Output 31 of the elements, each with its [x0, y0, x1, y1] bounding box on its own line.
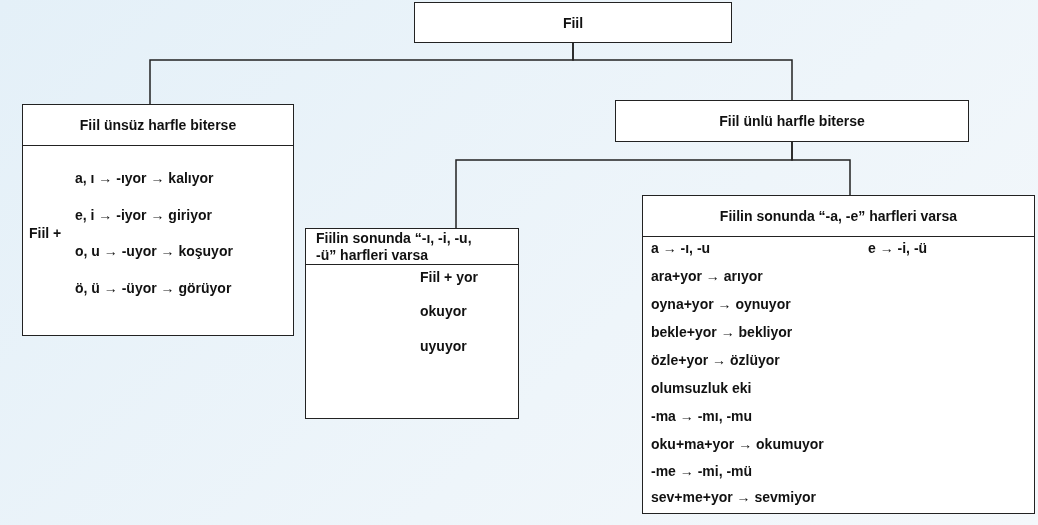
box-text: özle+yor → özlüyor — [651, 352, 780, 368]
box-text: ara+yor → arıyor — [651, 268, 763, 284]
box-text: -ma → -mı, -mu — [651, 408, 753, 424]
box-text: o, u → -uyor → koşuyor — [75, 243, 233, 259]
box-text: sev+me+yor → sevmiyor — [651, 489, 816, 505]
box-text: uyuyor — [420, 338, 467, 354]
box-text: a → -ı, -u — [651, 240, 711, 256]
box-text: Fiil + — [29, 225, 62, 241]
box-text: -me → -mi, -mü — [651, 463, 753, 479]
box-label: Fiil ünlü harfle biterse — [718, 112, 866, 131]
box-text: olumsuzluk eki — [651, 380, 752, 396]
box-text: okuyor — [420, 303, 467, 319]
box-text: e, i → -iyor → giriyor — [75, 207, 212, 223]
process-box — [615, 100, 969, 142]
process-box — [414, 2, 732, 43]
process-box — [642, 195, 1035, 514]
box-text: bekle+yor → bekliyor — [651, 324, 793, 340]
box-label: Fiil — [561, 13, 585, 33]
box-heading: Fiil ünsüz harfle biterse — [23, 105, 293, 146]
connector-line — [572, 42, 793, 101]
process-box — [22, 104, 294, 336]
box-heading: Fiilin sonunda “-ı, -i, -u, -ü” harfleri varsa — [306, 229, 518, 265]
box-text: oyna+yor → oynuyor — [651, 296, 791, 312]
box-text: ö, ü → -üyor → görüyor — [75, 280, 232, 296]
box-text: oku+ma+yor → okumuyor — [651, 436, 824, 452]
box-text: Fiil + yor — [420, 269, 478, 285]
connector-line — [791, 141, 851, 196]
box-text: a, ı → -ıyor → kalıyor — [75, 170, 214, 186]
box-text: e → -i, -ü — [868, 240, 928, 256]
process-box — [305, 228, 519, 419]
box-heading: Fiilin sonunda “-a, -e” harfleri varsa — [643, 196, 1034, 237]
